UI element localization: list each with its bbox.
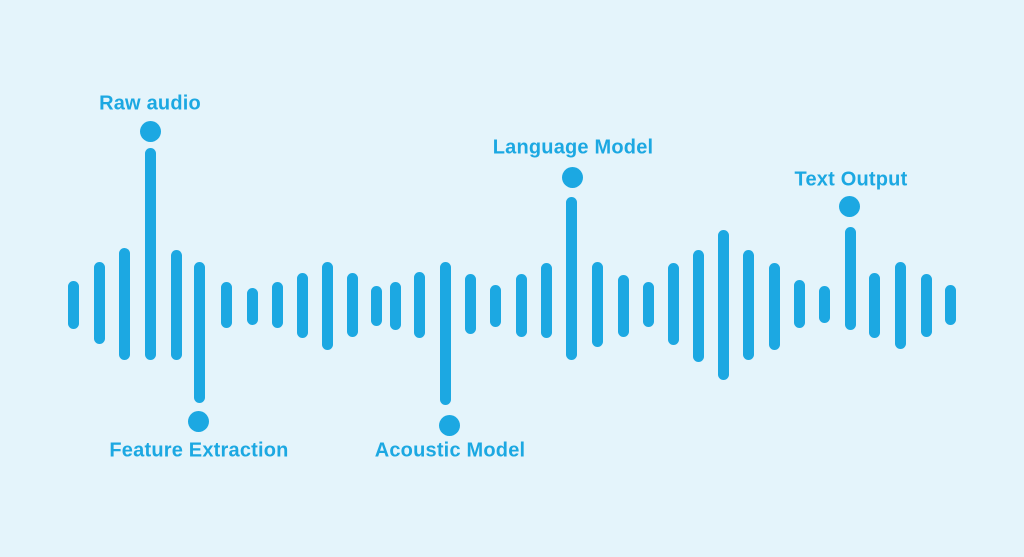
waveform-bar [346, 273, 358, 337]
waveform-bar [868, 273, 880, 338]
waveform-bar [818, 286, 830, 323]
waveform-bar [413, 272, 425, 338]
waveform-bar [540, 263, 552, 338]
waveform-bar [193, 262, 205, 403]
waveform-bar [321, 262, 333, 350]
waveform-bar [144, 148, 156, 360]
waveform-bar [464, 274, 476, 334]
waveform-bar [642, 282, 654, 327]
waveform-bar [515, 274, 527, 337]
feature-extraction-marker-dot [187, 410, 209, 432]
text-output-marker-dot [838, 195, 860, 217]
waveform-bar [489, 285, 501, 327]
waveform-bar [93, 262, 105, 344]
waveform-bar [67, 281, 79, 329]
raw-audio-label: Raw audio [99, 92, 201, 115]
waveform-bar [692, 250, 704, 362]
feature-extraction-label: Feature Extraction [109, 439, 289, 462]
waveform-bar [271, 282, 283, 328]
waveform-bar [844, 227, 856, 330]
waveform-bar [220, 282, 232, 328]
waveform-bar [667, 263, 679, 345]
language-model-label: Language Model [492, 136, 654, 159]
acoustic-model-marker-dot [438, 414, 460, 436]
waveform-bar [591, 262, 603, 347]
waveform-bar [389, 282, 401, 330]
raw-audio-marker-dot [139, 120, 161, 142]
waveform-bar [793, 280, 805, 328]
waveform-bar [617, 275, 629, 337]
waveform-bar [742, 250, 754, 360]
text-output-label: Text Output [794, 168, 908, 191]
waveform-bar [920, 274, 932, 337]
acoustic-model-label: Acoustic Model [374, 439, 526, 462]
waveform-bar [944, 285, 956, 325]
waveform-bar [296, 273, 308, 338]
waveform-bar [370, 286, 382, 326]
waveform-bar [894, 262, 906, 349]
waveform-bar [439, 262, 451, 405]
waveform-bar [246, 288, 258, 325]
waveform-bar [565, 197, 577, 360]
waveform-bar [170, 250, 182, 360]
language-model-marker-dot [561, 166, 583, 188]
waveform-bar [118, 248, 130, 360]
waveform-bar [717, 230, 729, 380]
waveform-bar [768, 263, 780, 350]
